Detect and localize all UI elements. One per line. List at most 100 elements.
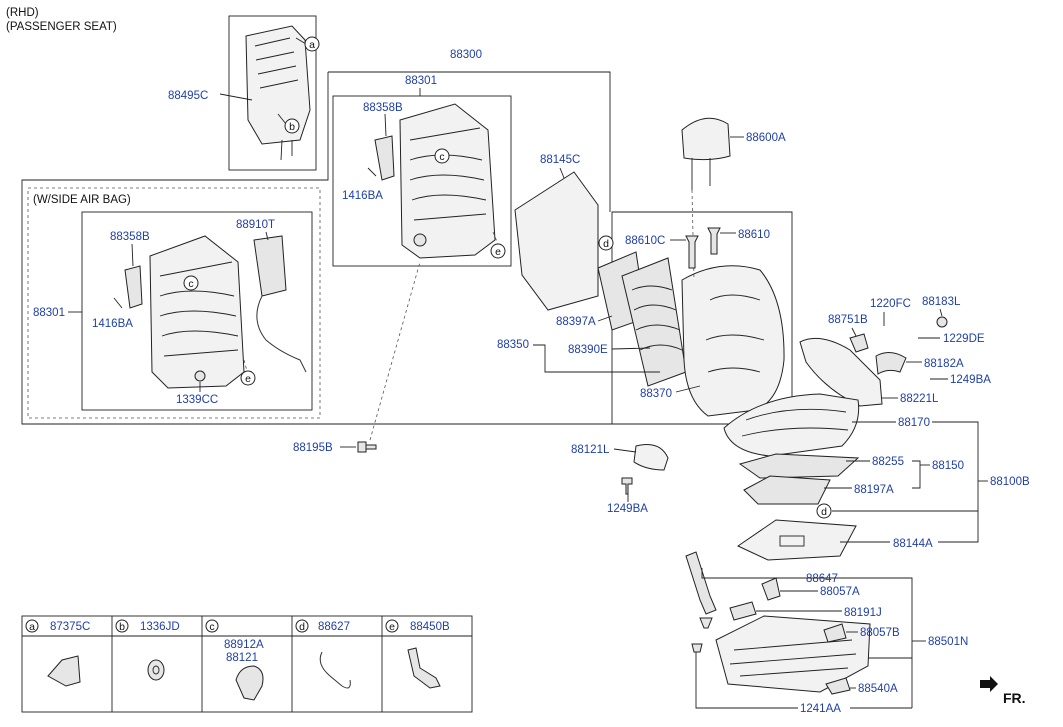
legend-key-c: c	[209, 621, 214, 633]
label-88358B-left: 88358B	[110, 231, 150, 243]
label-1241AA: 1241AA	[800, 703, 841, 715]
legend-part-e: 88450B	[410, 621, 450, 633]
callout-c-left-text: c	[188, 278, 193, 290]
header-passenger-seat: (PASSENGER SEAT)	[6, 21, 117, 33]
airbag-box: (W/SIDE AIR BAG) 88358B 88910T 88301 141…	[27, 187, 321, 419]
cover-88751B	[849, 333, 869, 353]
direction-label: FR.	[1003, 690, 1026, 706]
seatback-cover-88370	[681, 265, 785, 417]
label-88600A: 88600A	[746, 132, 786, 144]
legend-key-d: d	[299, 621, 305, 633]
label-88145C: 88145C	[540, 154, 580, 166]
callout-d-cushion	[816, 503, 832, 519]
legend-image-d	[319, 651, 351, 689]
label-1339CC: 1339CC	[176, 394, 218, 406]
bolt-88195B	[357, 441, 377, 453]
label-88350: 88350	[497, 339, 529, 351]
legend-key-a-circle	[25, 619, 39, 633]
label-88144A: 88144A	[893, 538, 933, 550]
headrest-88600A	[681, 117, 731, 161]
direction-indicator: FR.	[980, 676, 1026, 706]
airbag-box-border	[27, 187, 321, 419]
label-88501N: 88501N	[928, 636, 968, 648]
motor-88191J	[729, 601, 757, 621]
callout-a-top-text: a	[309, 39, 315, 51]
legend-table: a 87375C b 1336JD c 88912A 88121 d 88627…	[21, 615, 473, 713]
legend-key-e: e	[389, 621, 395, 633]
bolt-88195B-group: 88195B	[293, 261, 421, 454]
recliner-parts: 1220FC 88183L 88751B 1229DE 88182A 1249B…	[799, 296, 991, 407]
label-88182A: 88182A	[924, 358, 964, 370]
seatback-frame-left	[149, 235, 245, 389]
callout-b-top-text: b	[289, 121, 295, 133]
callout-d-mid-text: d	[603, 238, 609, 250]
guide-88610	[707, 227, 721, 255]
side-cover-88121L-group: 88121L 1249BA	[571, 444, 669, 515]
label-88540A: 88540A	[858, 683, 898, 695]
seatback-center: 88145C d 88397A 88350 88390E 88370	[497, 154, 785, 417]
legend-key-a: a	[29, 621, 35, 633]
cap-88183L	[936, 316, 948, 328]
callout-d-mid	[598, 235, 614, 251]
frame-box-top-border	[332, 95, 512, 267]
label-88170: 88170	[898, 417, 930, 429]
legend-key-b-circle	[115, 619, 129, 633]
label-1229DE: 1229DE	[943, 333, 985, 345]
back-board-group: 88495C a b	[168, 15, 320, 171]
label-88057B: 88057B	[860, 627, 900, 639]
callout-e-left	[240, 370, 256, 386]
label-88255: 88255	[872, 456, 904, 468]
airbag-wire	[256, 295, 307, 373]
legend-part-d: 88627	[318, 621, 350, 633]
label-88300: 88300	[450, 49, 482, 61]
seat-cushion-group: 88170 88255 88197A 88150 d 88144A 88100B	[723, 393, 1030, 561]
label-1416BA-left: 1416BA	[92, 318, 133, 330]
bracket-88057B	[823, 623, 847, 643]
guide-88610C	[685, 235, 699, 269]
legend-image-c	[235, 665, 264, 701]
legend-image-a	[47, 655, 81, 687]
callout-e-left-text: e	[245, 373, 251, 385]
label-88197A: 88197A	[854, 484, 894, 496]
label-88610C: 88610C	[625, 235, 665, 247]
screw-1249BA	[621, 477, 633, 495]
seat-track-group: 88647 88057A 88191J 88057B 88501N 88540A…	[685, 551, 968, 715]
label-88195B: 88195B	[293, 442, 333, 454]
assembly-88300-lines: 88300	[21, 49, 793, 425]
seatback-frame-top	[399, 103, 496, 259]
label-88910T: 88910T	[236, 219, 275, 231]
label-88191J: 88191J	[844, 607, 882, 619]
frame-box-top: 88301 88358B 1416BA c e	[332, 75, 512, 267]
legend-key-b: b	[119, 621, 125, 633]
callout-a-top	[304, 36, 320, 52]
label-88221L: 88221L	[900, 393, 939, 405]
label-1249BA-right: 1249BA	[950, 374, 991, 386]
legend-image-e	[407, 647, 441, 689]
callout-c-top-text: c	[439, 151, 444, 163]
shield-88221L	[799, 337, 883, 407]
legend-part-b: 1336JD	[140, 621, 180, 633]
label-88100B: 88100B	[990, 476, 1030, 488]
bracket-88358B-top	[374, 135, 395, 181]
callout-b-top	[284, 118, 300, 134]
callout-c-top	[434, 148, 450, 164]
pad-88144A	[736, 519, 857, 561]
label-88751B: 88751B	[828, 314, 868, 326]
side-airbag-module	[253, 235, 287, 297]
label-88397A: 88397A	[556, 316, 596, 328]
label-88183L: 88183L	[922, 296, 961, 308]
label-88647: 88647	[806, 573, 838, 585]
back-board-texture	[254, 37, 299, 89]
back-board	[245, 25, 311, 145]
bracket-88358B-left	[124, 265, 143, 309]
legend-image-b	[147, 659, 165, 681]
label-88610: 88610	[738, 229, 770, 241]
label-88057A: 88057A	[820, 586, 860, 598]
label-88358B-top: 88358B	[363, 102, 403, 114]
callout-d-cushion-text: d	[821, 506, 827, 518]
legend-part-c: 88912A	[224, 639, 264, 651]
bracket-88057A	[761, 577, 781, 601]
headrest-group: 88600A 88610C 88610	[625, 117, 786, 281]
heater-88255	[738, 453, 860, 479]
